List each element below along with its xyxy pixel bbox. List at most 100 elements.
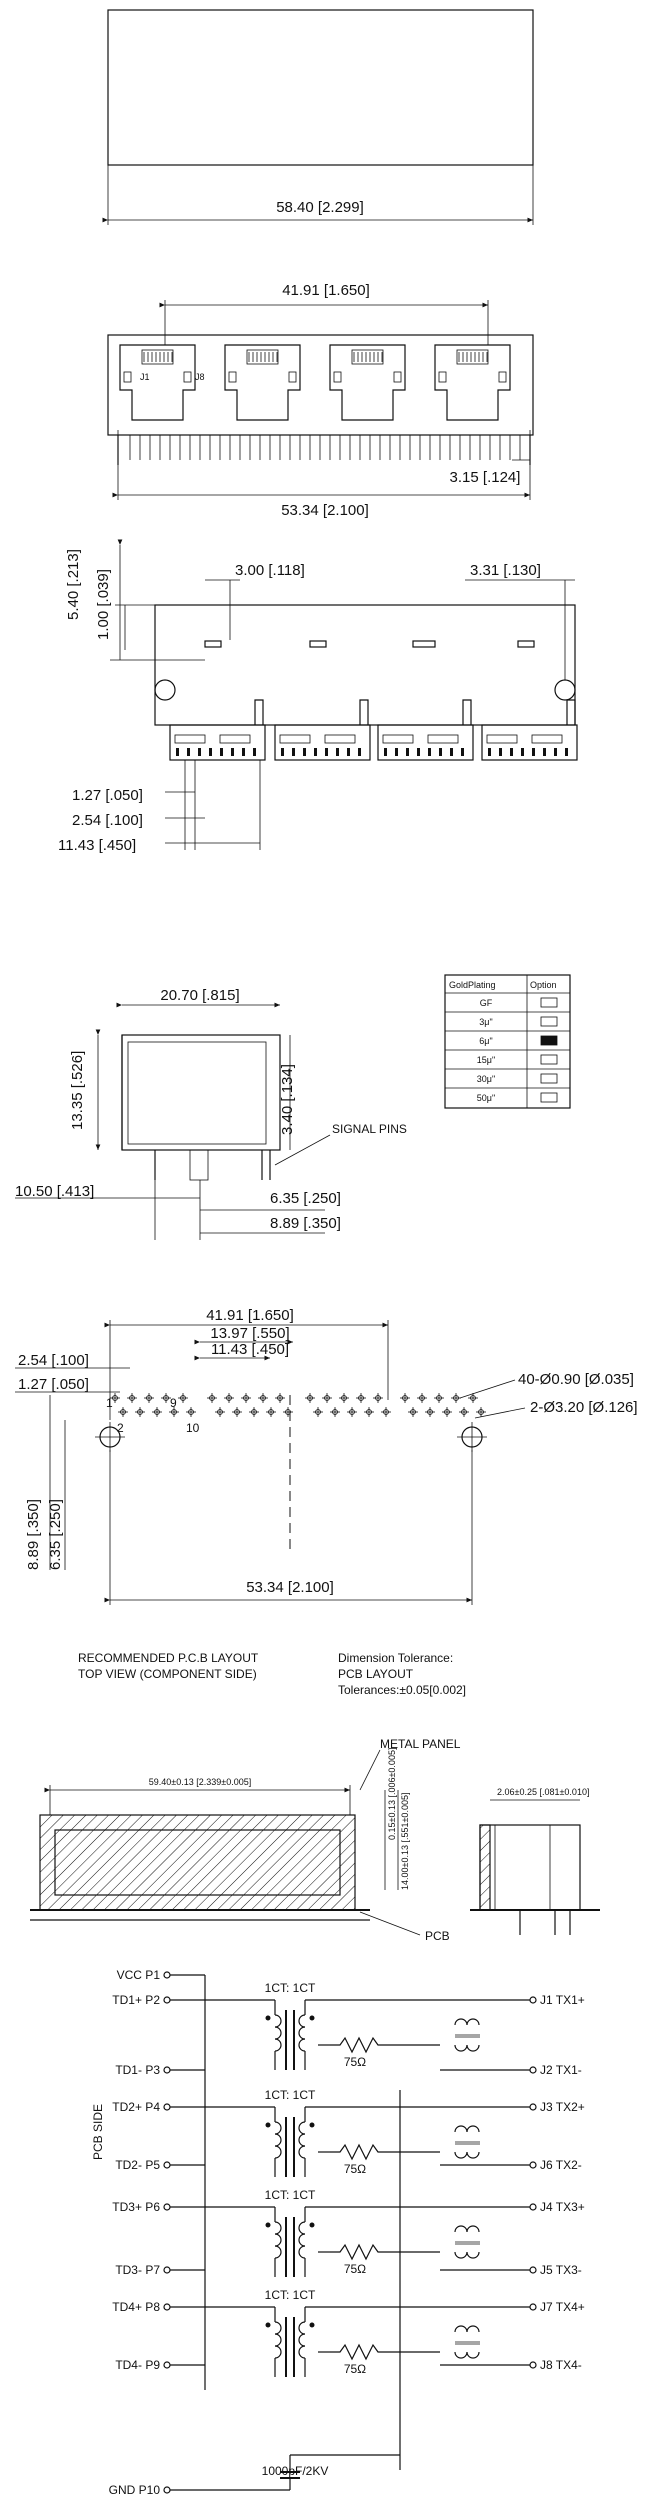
pcb-bottom-dim: 53.34 [2.100] xyxy=(246,1579,334,1596)
right-pin-terminal xyxy=(529,2303,537,2311)
left-pin-terminal xyxy=(163,2303,171,2311)
caption-right-3: Tolerances:±0.05[0.002] xyxy=(338,1683,466,1697)
left-pin-label: TD2+ P4 xyxy=(112,2100,160,2114)
left-pin-label: TD4- P9 xyxy=(115,2358,160,2372)
side-view: 20.70 [.815] 13.35 [.526] 3.40 [.134] SI… xyxy=(15,987,407,1240)
right-pin-label: J5 TX3- xyxy=(540,2263,582,2277)
panel-view: METAL PANEL 59.40±0.13 [2.339±0.005] 0.1… xyxy=(30,1737,600,1943)
right-pin-terminal xyxy=(529,2161,537,2169)
choke-coil xyxy=(454,2351,468,2359)
side-width-dim: 20.70 [.815] xyxy=(160,987,239,1004)
transformer-coil xyxy=(298,2026,306,2040)
side-bottom-dim-2: 8.89 [.350] xyxy=(270,1215,341,1232)
caption-right-1: Dimension Tolerance: xyxy=(338,1651,453,1665)
capacitor-label: 1000pF/2KV xyxy=(262,2464,329,2478)
dim-2-54: 2.54 [.100] xyxy=(72,812,143,829)
rj45-bottom-dim: 53.34 [2.100] xyxy=(281,502,369,519)
plating-option-box xyxy=(540,1054,558,1065)
resistor xyxy=(330,2343,390,2361)
plating-row-label: 3μ" xyxy=(479,1017,492,1027)
pcb-vert-dim-8-89: 8.89 [.350] xyxy=(25,1499,42,1570)
resistor xyxy=(330,2243,390,2261)
transformer-coil xyxy=(274,2245,282,2259)
table-header-option: Option xyxy=(530,980,557,990)
right-pin-label: J8 TX4- xyxy=(540,2358,582,2372)
transformer-coil xyxy=(298,2233,306,2247)
left-pin-label: TD3+ P6 xyxy=(112,2200,160,2214)
left-pin-label: TD1+ P2 xyxy=(112,1993,160,2007)
panel-vert-dim-2: 14.00±0.13 [.551±0.005] xyxy=(400,1793,410,1890)
dim-3-00: 3.00 [.118] xyxy=(235,562,305,579)
plating-row-label: 15μ" xyxy=(477,1055,495,1065)
left-pin-terminal xyxy=(163,2203,171,2211)
pcb-side-label: PCB SIDE xyxy=(91,2104,105,2160)
left-pin-label: TD4+ P8 xyxy=(112,2300,160,2314)
pcb-layout: 41.91 [1.650] 13.97 [.550] 11.43 [.450] … xyxy=(15,1307,638,1697)
front-view: 58.40 [2.299] xyxy=(102,9,534,225)
left-pin-label: TD1- P3 xyxy=(115,2063,160,2077)
pcb-vert-dim-6-35: 6.35 [.250] xyxy=(47,1499,64,1570)
caption-right-2: PCB LAYOUT xyxy=(338,1667,414,1681)
rj45-housing xyxy=(107,334,534,436)
rj45-port-4 xyxy=(434,344,511,421)
rj45-port-1 xyxy=(119,344,196,421)
choke-coil xyxy=(454,2018,468,2026)
bottom-connector-1 xyxy=(169,724,266,761)
transformer-coil xyxy=(274,2133,282,2147)
transformer-coil xyxy=(298,2221,306,2235)
right-pin-terminal xyxy=(529,2361,537,2369)
bottom-connector-3 xyxy=(377,724,474,761)
resistor xyxy=(330,2036,390,2054)
right-pin-label: J7 TX4+ xyxy=(540,2300,585,2314)
panel-vert-dim-1: 0.15±0.13 [.006±0.005] xyxy=(387,1748,397,1840)
hole-note-2: 2-Ø3.20 [Ø.126] xyxy=(530,1399,638,1416)
choke-coil xyxy=(454,2251,468,2259)
pin-number-10: 10 xyxy=(186,1421,200,1435)
right-pin-label: J6 TX2- xyxy=(540,2158,582,2172)
left-pin-label: TD2- P5 xyxy=(115,2158,160,2172)
rj45-view: 41.91 [1.650] J1 J8 53.34 [2.100] 3.15 [… xyxy=(107,282,534,519)
plating-row-label: 6μ" xyxy=(479,1036,492,1046)
transformer-coil xyxy=(274,2321,282,2335)
right-pin-label: J2 TX1- xyxy=(540,2063,582,2077)
resistor-label: 75Ω xyxy=(344,2162,366,2176)
side-post xyxy=(189,1149,209,1181)
pcb-dim-2-54: 2.54 [.100] xyxy=(18,1352,89,1369)
transformer-coil xyxy=(298,2321,306,2335)
metal-panel-label: METAL PANEL xyxy=(380,1737,461,1751)
panel-frame xyxy=(39,1814,356,1911)
left-pin-terminal xyxy=(163,1996,171,2004)
right-pin-terminal xyxy=(529,2266,537,2274)
transformer-coil xyxy=(274,2026,282,2040)
transformer-coil xyxy=(298,2121,306,2135)
right-pin-terminal xyxy=(529,2103,537,2111)
front-body xyxy=(107,9,534,166)
pcb-dim-1-27: 1.27 [.050] xyxy=(18,1376,89,1393)
plating-option-box xyxy=(540,1092,558,1103)
ratio-label: 1CT: 1CT xyxy=(265,1981,316,1995)
resistor-label: 75Ω xyxy=(344,2262,366,2276)
left-pin-label: GND P10 xyxy=(109,2483,161,2497)
hole-note-1: 40-Ø0.90 [Ø.035] xyxy=(518,1371,634,1388)
transformer-coil xyxy=(274,2121,282,2135)
transformer-coil xyxy=(298,2133,306,2147)
transformer-coil xyxy=(274,2145,282,2159)
right-pin-label: J3 TX2+ xyxy=(540,2100,585,2114)
bottom-view: 5.40 [.213] 1.00 [.039] 3.00 [.118] 3.31… xyxy=(58,539,578,854)
choke-coil xyxy=(466,2251,480,2259)
transformer-coil xyxy=(298,2245,306,2259)
pin-number-1: 1 xyxy=(106,1396,113,1410)
front-width-dim: 58.40 [2.299] xyxy=(276,199,364,216)
left-pin-terminal xyxy=(163,2361,171,2369)
rj45-port-2 xyxy=(224,344,301,421)
pin-number-9: 9 xyxy=(170,1396,177,1410)
dim-1-00: 1.00 [.039] xyxy=(95,569,112,640)
bottom-connector-2 xyxy=(274,724,371,761)
right-post xyxy=(554,679,576,701)
plating-option-box xyxy=(540,997,558,1008)
bottom-connector-4 xyxy=(481,724,578,761)
pcb-dim-13-97: 13.97 [.550] xyxy=(210,1325,289,1342)
transformer-coil xyxy=(298,2333,306,2347)
